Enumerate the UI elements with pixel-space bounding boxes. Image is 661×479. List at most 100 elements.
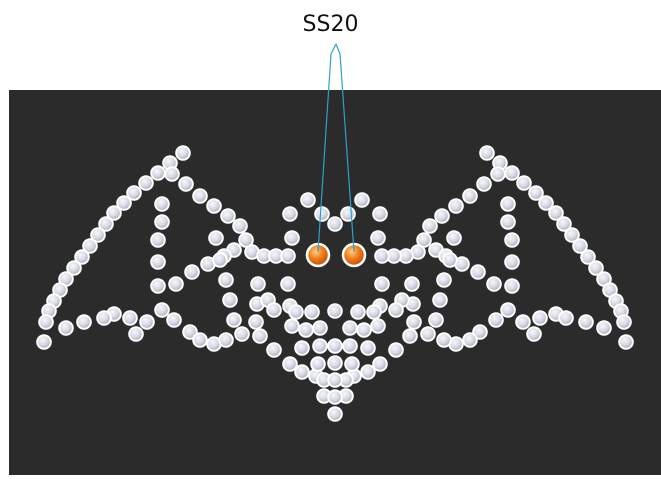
rhinestone (504, 232, 520, 248)
rhinestone (538, 195, 554, 211)
leader-lines (317, 43, 355, 253)
rhinestone (470, 264, 486, 280)
rhinestone (532, 310, 548, 326)
rhinestone (370, 230, 386, 246)
rhinestone (370, 318, 386, 334)
rhinestone (327, 216, 343, 232)
rhinestone (154, 196, 170, 212)
rhinestone (184, 264, 200, 280)
rhinestone (294, 340, 310, 356)
rhinestone (150, 232, 166, 248)
rhinestone (175, 145, 191, 161)
rhinestone (578, 314, 594, 330)
rhinestone (150, 165, 166, 181)
rhinestone (416, 232, 432, 248)
rhinestone (342, 338, 358, 354)
rhinestone (218, 272, 234, 288)
rhinestone (312, 320, 328, 336)
rhinestone (58, 320, 74, 336)
rhinestone (36, 334, 52, 350)
rhinestone (106, 205, 122, 221)
rhinestone (116, 195, 132, 211)
rhinestone (82, 238, 98, 254)
rhinestone (164, 166, 180, 182)
rhinestone (490, 166, 506, 182)
rhinestone (252, 328, 268, 344)
rhinestone (526, 326, 542, 342)
rhinestone (266, 302, 282, 318)
rhinestone (406, 314, 422, 330)
rhinestone (232, 218, 248, 234)
leader-line-right (335, 43, 355, 253)
rhinestone (356, 322, 372, 338)
rhinestone (238, 232, 254, 248)
rhinestone (558, 310, 574, 326)
rhinestone (288, 304, 304, 320)
stone-size-label: SS20 (302, 12, 359, 37)
rhinestone (327, 338, 343, 354)
rhinestone (528, 185, 544, 201)
rhinestone (500, 214, 516, 230)
rhinestone (250, 276, 266, 292)
rhinestone (178, 176, 194, 192)
rhinestone (294, 364, 310, 380)
rhinestone (98, 216, 114, 232)
rhinestone (220, 208, 236, 224)
rhinestone (327, 389, 343, 405)
rhinestone (150, 278, 166, 294)
rhinestone (504, 278, 520, 294)
rhinestone (588, 260, 604, 276)
rhinestone (128, 326, 144, 342)
rhinestone (66, 260, 82, 276)
rhinestone (420, 326, 436, 342)
rhinestone (150, 254, 166, 270)
rhinestone (192, 332, 208, 348)
rhinestone (354, 192, 370, 208)
rhinestone (327, 303, 343, 319)
rhinestone (516, 175, 532, 191)
rhinestone (206, 198, 222, 214)
rhinestone (428, 312, 444, 328)
rhinestone (486, 276, 502, 292)
rhinestone (282, 356, 298, 372)
rhinestone (422, 218, 438, 234)
rhinestone (298, 322, 314, 338)
rhinestone (282, 206, 298, 222)
rhinestone (280, 276, 296, 292)
rhinestone (446, 230, 462, 246)
rhinestone (360, 364, 376, 380)
rhinestone (304, 304, 320, 320)
rhinestone (350, 304, 366, 320)
rhinestone (374, 276, 390, 292)
rhinestone (182, 324, 198, 340)
rhinestone (515, 314, 531, 330)
rhinestone (436, 272, 452, 288)
rhinestone (572, 238, 588, 254)
rhinestone (488, 312, 504, 328)
rhinestone (442, 252, 458, 268)
rhinestone (192, 188, 208, 204)
rhinestone (596, 320, 612, 336)
rhinestone (218, 332, 234, 348)
rhinestone (327, 406, 343, 422)
rhinestone (374, 248, 390, 264)
rhinestone (462, 332, 478, 348)
rhinestone (479, 145, 495, 161)
rhinestone (138, 175, 154, 191)
rhinestone (300, 192, 316, 208)
rhinestone (248, 314, 264, 330)
rhinestone (126, 185, 142, 201)
rhinestone (340, 206, 356, 222)
rhinestone (166, 312, 182, 328)
rhinestone (139, 314, 155, 330)
rhinestone (402, 328, 418, 344)
rhinestone (38, 314, 54, 330)
rhinestone (122, 310, 138, 326)
rhinestone (208, 230, 224, 246)
rhinestone (556, 216, 572, 232)
rhinestone (266, 342, 282, 358)
rhinestone (616, 314, 632, 330)
rhinestone (76, 314, 92, 330)
rhinestone (222, 292, 238, 308)
rhinestone (404, 276, 420, 292)
